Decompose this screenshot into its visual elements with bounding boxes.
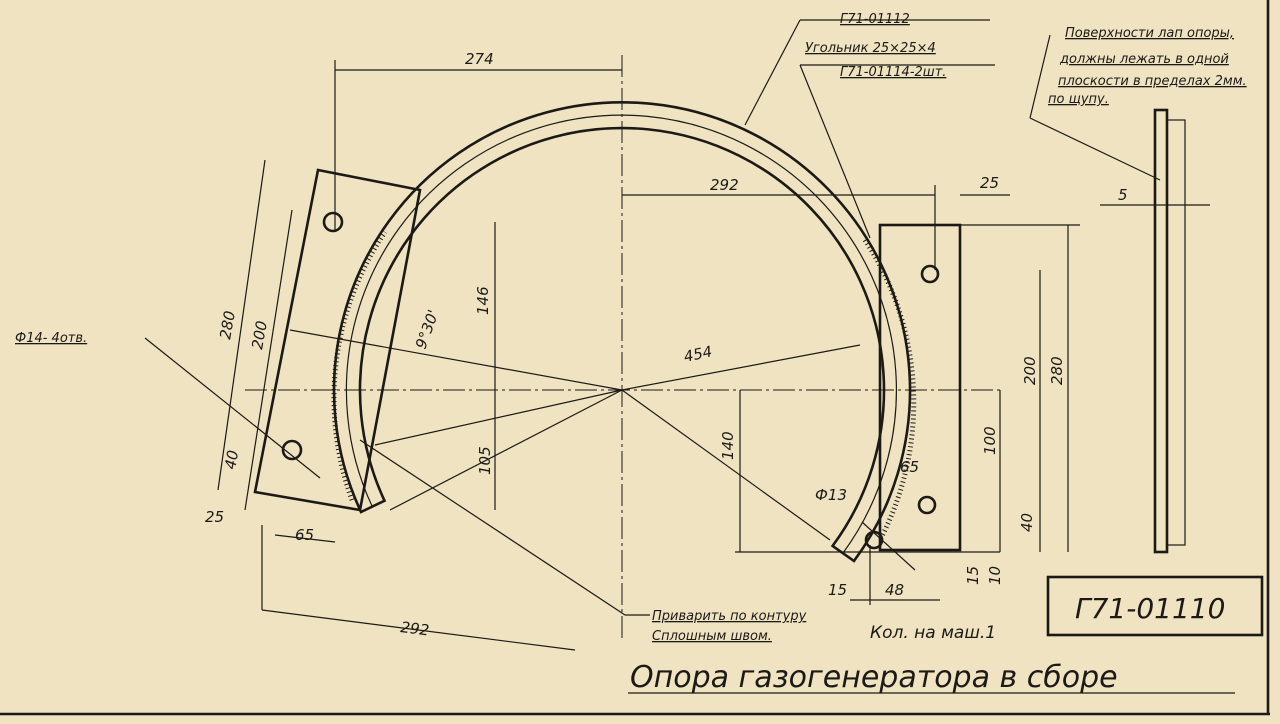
dim-292-right: 292 [710,176,739,194]
support-ring [332,101,912,563]
drawing-number: Г71-01110 [1075,592,1225,625]
right-mounting-plate [878,223,962,552]
side-view-plate [1166,119,1186,546]
dim-10-right: 10 [986,566,1004,585]
dim-25-left: 25 [205,508,224,526]
dim-140: 140 [719,431,737,460]
dim-100-right: 100 [981,426,999,455]
dim-15-bottom: 15 [828,581,847,599]
dim-200-left: 200 [248,319,271,350]
dim-146: 146 [474,286,492,315]
surface-note-line-2: должны лежать в одной [1059,52,1229,67]
surface-note-line-1: Поверхности лап опоры, [1065,26,1234,41]
dim-292-bottom: 292 [400,618,431,639]
right-lower-hole [917,495,937,515]
dim-25-right: 25 [980,174,999,192]
dim-angle: 9°30' [412,307,443,351]
dim-48-bottom: 48 [885,581,904,599]
right-upper-hole [920,264,940,284]
dim-454: 454 [682,342,714,366]
dimension-lines [144,19,1161,651]
ring-inner-edge [345,114,897,554]
weld-note-line-1: Приварить по контуру [652,609,807,624]
weld-hatch-left [331,230,388,501]
dim-40-right: 40 [1018,513,1036,532]
weld-note-line-2: Сплошным швом. [652,629,772,644]
hole-diameter-label: Ф13 [815,486,847,504]
dimension-labels: 274 292 25 5 280 200 40 25 65 9°30' 146 … [205,50,1128,639]
left-upper-hole [322,211,344,233]
dim-65-right: 65 [900,458,919,476]
left-mounting-plate [253,168,422,512]
drawing-number-box [1046,575,1264,637]
part-ref-2: Г71-01114-2шт. [840,65,946,80]
dim-280-left: 280 [216,309,239,340]
dim-200-right: 200 [1021,356,1039,385]
dim-280-right: 280 [1048,356,1066,385]
dim-40-left: 40 [221,449,242,471]
quantity-note: Кол. на маш.1 [870,623,996,643]
dim-15-right: 15 [964,566,982,585]
surface-note-line-3: плоскости в пределах 2мм. [1058,74,1247,89]
dim-65-left: 65 [295,526,314,544]
left-lower-hole [281,439,303,461]
part-ref-1: Г71-01112 [840,12,910,27]
dim-274: 274 [465,50,494,68]
surface-note-line-4: по щупу. [1048,92,1109,107]
angle-spec: Угольник 25×25×4 [805,41,936,56]
dim-105: 105 [476,446,494,475]
dim-5-side: 5 [1118,186,1128,204]
side-view-ring [1153,108,1169,554]
holes-note: Ф14- 4отв. [15,331,87,346]
drawing-title: Опора газогенератора в сборе [630,660,1118,695]
